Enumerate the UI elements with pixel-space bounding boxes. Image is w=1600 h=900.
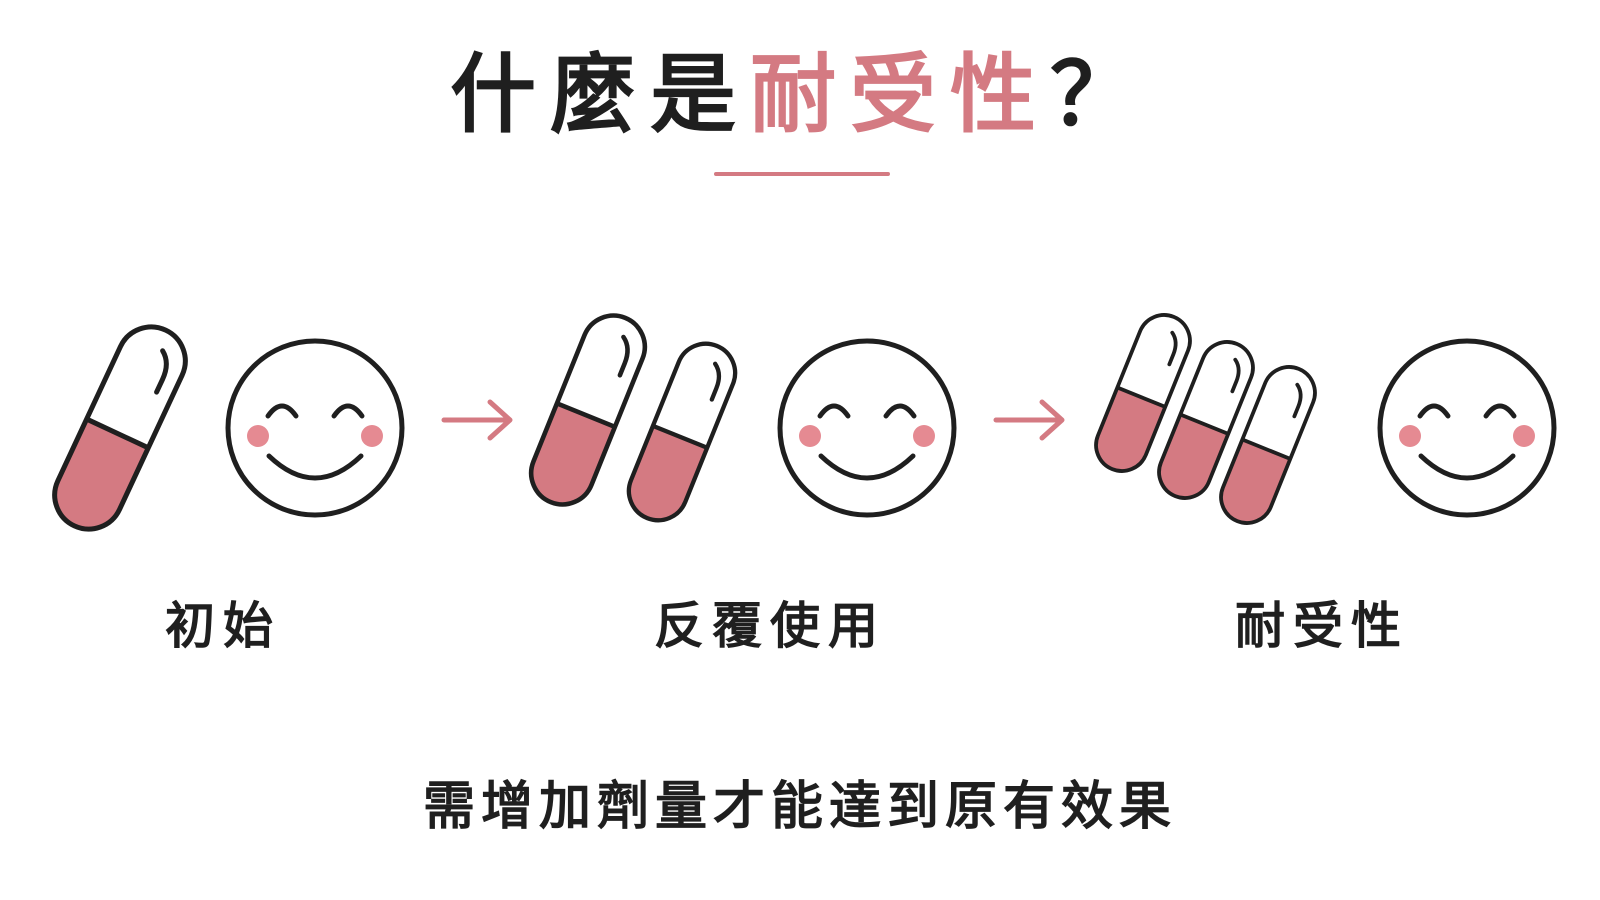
- capsule-icon: [618, 335, 744, 536]
- tolerance-diagram: [0, 290, 1600, 570]
- stage-label-repeated-use: 反覆使用: [654, 597, 886, 655]
- footer-caption: 需增加劑量才能達到原有效果: [422, 777, 1177, 837]
- capsule-icon: [40, 316, 196, 548]
- title-suffix: ？: [1050, 45, 1150, 145]
- stage-repeated-use: [519, 306, 954, 535]
- capsule-icon: [1211, 359, 1323, 536]
- arrow-right-icon: [996, 402, 1062, 438]
- arrow-right-icon: [444, 402, 510, 438]
- title-highlight: 耐受性: [750, 45, 1050, 145]
- page-title: 什麼是耐受性？: [0, 40, 1600, 150]
- stage-label-tolerance: 耐受性: [1235, 597, 1409, 655]
- stage-initial: [40, 316, 402, 548]
- title-prefix: 什麼是: [450, 45, 750, 145]
- smiley-face-icon: [228, 341, 402, 515]
- stage-label-initial: 初始: [165, 597, 281, 655]
- title-underline: [714, 172, 890, 176]
- stage-tolerance: [1086, 307, 1554, 536]
- smiley-face-icon: [1380, 341, 1554, 515]
- smiley-face-icon: [780, 341, 954, 515]
